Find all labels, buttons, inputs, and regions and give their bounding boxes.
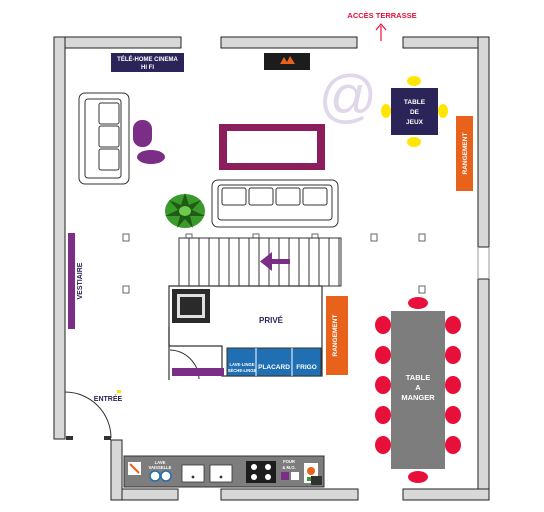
storage-right-label: RANGEMENT [462,133,469,175]
dining-chair [445,346,461,364]
dining-chairs [375,297,461,483]
dining-chair [445,376,461,394]
hifi-label: HI FI [141,65,154,71]
fireplace [264,53,310,70]
games-table-chairs [381,76,448,147]
dining-table [391,311,445,469]
storage-right [456,116,473,191]
tv-label-box [111,53,184,72]
dining-chair [375,406,391,424]
washer-label-1: LAVE-LINGE [229,362,254,367]
dining-chair [375,316,391,334]
walls [53,36,490,501]
dining-chair [445,436,461,454]
arrow-left-icon [260,252,290,271]
utility-block [226,347,322,377]
at-sign-watermark: @ [319,64,378,129]
dishwasher-label-2: VAISSELLE [149,465,172,470]
washer-label-2: SÈCHE-LINGE [228,368,257,373]
cooktop-icon [246,461,276,483]
rug [219,124,325,170]
games-table [391,88,438,135]
oven-label-2: & M.O. [282,465,295,470]
private-purple-bar [172,368,224,376]
cloakroom-label: VESTIAIRE [77,262,84,299]
private-label: PRIVÉ [259,316,284,325]
dining-chair [445,316,461,334]
dining-chair [375,376,391,394]
games-table-label-1: TABLE [404,99,426,106]
knife-block-icon [128,462,141,475]
stairs [178,237,342,287]
dining-chair [375,436,391,454]
sofa-bottom [211,179,339,228]
armchair-purple [133,120,165,164]
storage-middle-label: RANGEMENT [332,315,339,357]
dishwasher-icon [149,470,172,482]
fridge-label: FRIGO [296,364,317,371]
sink-icon [181,464,233,483]
dining-chair-head [408,471,428,483]
dining-label-2: A [415,383,421,392]
dishwasher-label-1: LAVE [155,460,166,465]
oven-label-1: FOUR [283,459,295,464]
dining-chair [445,406,461,424]
entrance-mark [117,390,121,393]
closet-label: PLACARD [258,364,290,371]
storage-middle [326,296,348,375]
dining-label-3: MANGER [401,393,435,402]
terrace-label: ACCÈS TERRASSE [347,11,416,20]
arrow-up-icon [375,23,387,41]
shower [172,289,210,323]
plant [165,193,205,228]
games-table-label-3: JEUX [406,119,424,126]
entrance-label: ENTRÉE [94,394,123,403]
games-table-label-2: DE [410,109,420,116]
tv-label: TÉLÉ-HOME CINEMA [117,55,178,63]
dining-chair-head [408,297,428,309]
appliance-dark [311,476,322,485]
sofa-left [78,92,130,185]
cloakroom-bar [68,233,75,329]
dining-chair [375,346,391,364]
oven-icon [281,472,299,480]
entrance-door [64,391,112,440]
right-wall-opening [477,247,490,279]
dining-label-1: TABLE [406,373,430,382]
